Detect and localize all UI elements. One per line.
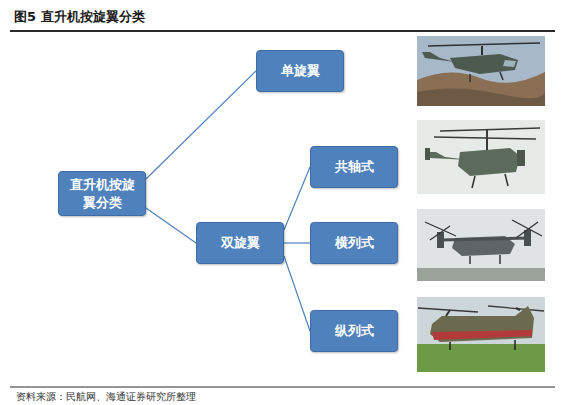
- branch-line: [284, 167, 310, 230]
- category-box: 双旋翼: [196, 222, 284, 264]
- box-label: 共轴式: [335, 158, 374, 176]
- single-rotor-photo: [417, 36, 545, 106]
- branch-line: [284, 256, 310, 331]
- coaxial-photo: [417, 120, 545, 194]
- figure-title: 图5 直升机按旋翼分类: [14, 8, 145, 26]
- box-label: 纵列式: [335, 322, 374, 340]
- box-label: 直升机按旋翼分类: [64, 176, 140, 211]
- title-rule: [10, 30, 555, 32]
- source-caption: 资料来源：民航网、海通证券研究所整理: [16, 390, 196, 404]
- branch-line: [146, 71, 256, 179]
- box-label: 双旋翼: [221, 234, 260, 252]
- box-label: 单旋翼: [281, 62, 320, 80]
- category-box: 横列式: [310, 222, 398, 264]
- category-box: 共轴式: [310, 146, 398, 188]
- tandem-photo: [417, 297, 545, 372]
- category-box: 纵列式: [310, 310, 398, 352]
- branch-line: [284, 243, 310, 244]
- caption-rule: [10, 387, 555, 388]
- box-label: 横列式: [335, 234, 374, 252]
- branch-line: [146, 208, 196, 243]
- category-box: 单旋翼: [256, 50, 344, 92]
- category-box: 直升机按旋翼分类: [58, 171, 146, 216]
- side-by-side-photo: [417, 209, 545, 281]
